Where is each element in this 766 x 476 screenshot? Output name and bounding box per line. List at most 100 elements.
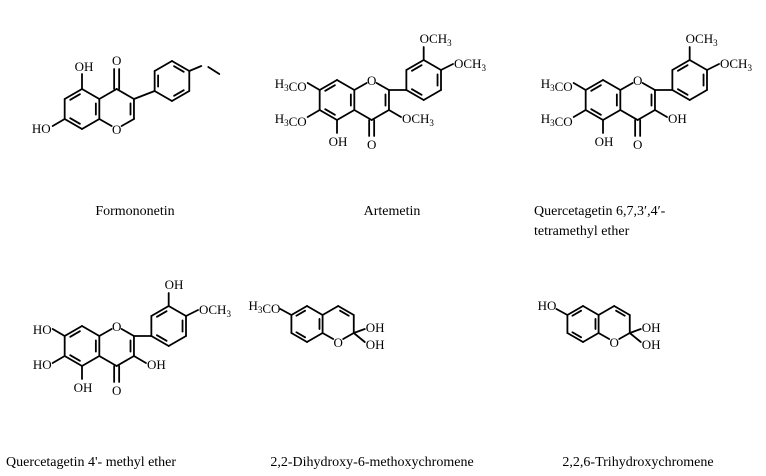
bond	[306, 305, 324, 316]
hydroxyl-2b: OH	[366, 337, 385, 352]
bond	[590, 84, 602, 92]
bond	[352, 328, 366, 334]
bond	[51, 118, 66, 127]
bond	[422, 59, 442, 71]
bond	[688, 59, 708, 71]
substituent-6: H3CO	[541, 111, 573, 129]
compound-name: Quercetagetin 4'- methyl ether	[6, 455, 176, 470]
bond	[279, 308, 293, 316]
bond	[339, 309, 350, 317]
substituent-4-prime: OCH3	[199, 302, 231, 319]
carbonyl-oxygen: O	[633, 137, 642, 152]
bond	[641, 82, 656, 91]
ring-oxygen: O	[333, 335, 342, 350]
bond	[411, 88, 423, 96]
bond	[405, 89, 425, 101]
bond	[173, 89, 185, 97]
bond	[69, 117, 81, 125]
substituent-6: H3CO	[248, 298, 280, 316]
compound-name: tetramethyl ether	[534, 224, 630, 239]
bond	[388, 109, 402, 118]
bond	[63, 118, 83, 130]
bond	[69, 354, 81, 362]
bond	[81, 118, 101, 130]
bond	[352, 332, 366, 343]
bond	[133, 90, 156, 100]
compound-name: 2,2-Dihydroxy-6-methoxychromene	[270, 455, 473, 470]
bond	[115, 88, 135, 100]
bond	[171, 60, 191, 72]
substituent-3-prime: OCH3	[686, 31, 718, 48]
bond	[153, 90, 173, 102]
hydroxyl-5: OH	[75, 59, 94, 74]
substituent-3-prime: OCH3	[420, 31, 452, 48]
compound-name: Formononetin	[95, 204, 174, 219]
bond	[342, 332, 355, 340]
substituent-3: OH	[147, 357, 166, 372]
substituent-3: OH	[668, 111, 687, 126]
bond	[318, 109, 338, 121]
ring-oxygen: O	[112, 319, 121, 334]
bond	[120, 118, 135, 127]
bond	[706, 63, 720, 71]
bond	[590, 108, 602, 116]
bond	[171, 90, 191, 102]
substituent-4-prime: OCH3	[454, 56, 486, 73]
bond	[671, 59, 691, 71]
bond	[150, 335, 170, 347]
bond	[353, 109, 373, 121]
bond	[290, 305, 308, 316]
bond	[628, 328, 642, 334]
bond	[566, 332, 584, 343]
bond	[63, 325, 83, 337]
bond	[688, 89, 708, 101]
bond	[156, 334, 168, 342]
bond	[584, 109, 604, 121]
hydroxyl-2b: OH	[642, 337, 661, 352]
compound-name: 2,2,6-Trihydroxychromene	[562, 455, 713, 470]
bond	[295, 331, 307, 339]
bond	[411, 64, 423, 72]
ring-oxygen: O	[609, 335, 618, 350]
bond	[63, 88, 83, 100]
ring-oxygen: O	[633, 73, 642, 88]
hydroxyl-2a: OH	[366, 320, 385, 335]
substituent-7: H3CO	[541, 76, 573, 94]
bond	[597, 305, 616, 316]
bond	[571, 331, 583, 339]
bond	[306, 82, 321, 91]
ring-oxygen: O	[112, 122, 121, 137]
bond	[422, 89, 442, 101]
bond	[628, 332, 642, 343]
substituent-7: HO	[33, 322, 52, 337]
bond	[582, 332, 600, 343]
bond	[571, 309, 583, 317]
bond	[318, 79, 338, 91]
bond	[306, 332, 324, 343]
bond	[597, 332, 611, 340]
ring-oxygen: O	[367, 73, 376, 88]
bond	[321, 332, 335, 340]
bond	[375, 82, 390, 91]
bond	[81, 325, 101, 337]
bond	[619, 82, 634, 91]
bond	[566, 305, 584, 316]
substituent-6: HO	[538, 298, 557, 313]
bond	[353, 82, 368, 91]
bond	[98, 88, 118, 100]
bond	[69, 330, 81, 338]
bond	[115, 355, 135, 367]
substituent-4-prime: OCH3	[720, 56, 752, 73]
bond	[290, 332, 308, 343]
hydroxyl-7: HO	[32, 121, 51, 136]
substituent-7: H3CO	[275, 76, 307, 94]
bond	[555, 308, 569, 316]
bond	[98, 328, 113, 337]
bond	[295, 309, 307, 317]
